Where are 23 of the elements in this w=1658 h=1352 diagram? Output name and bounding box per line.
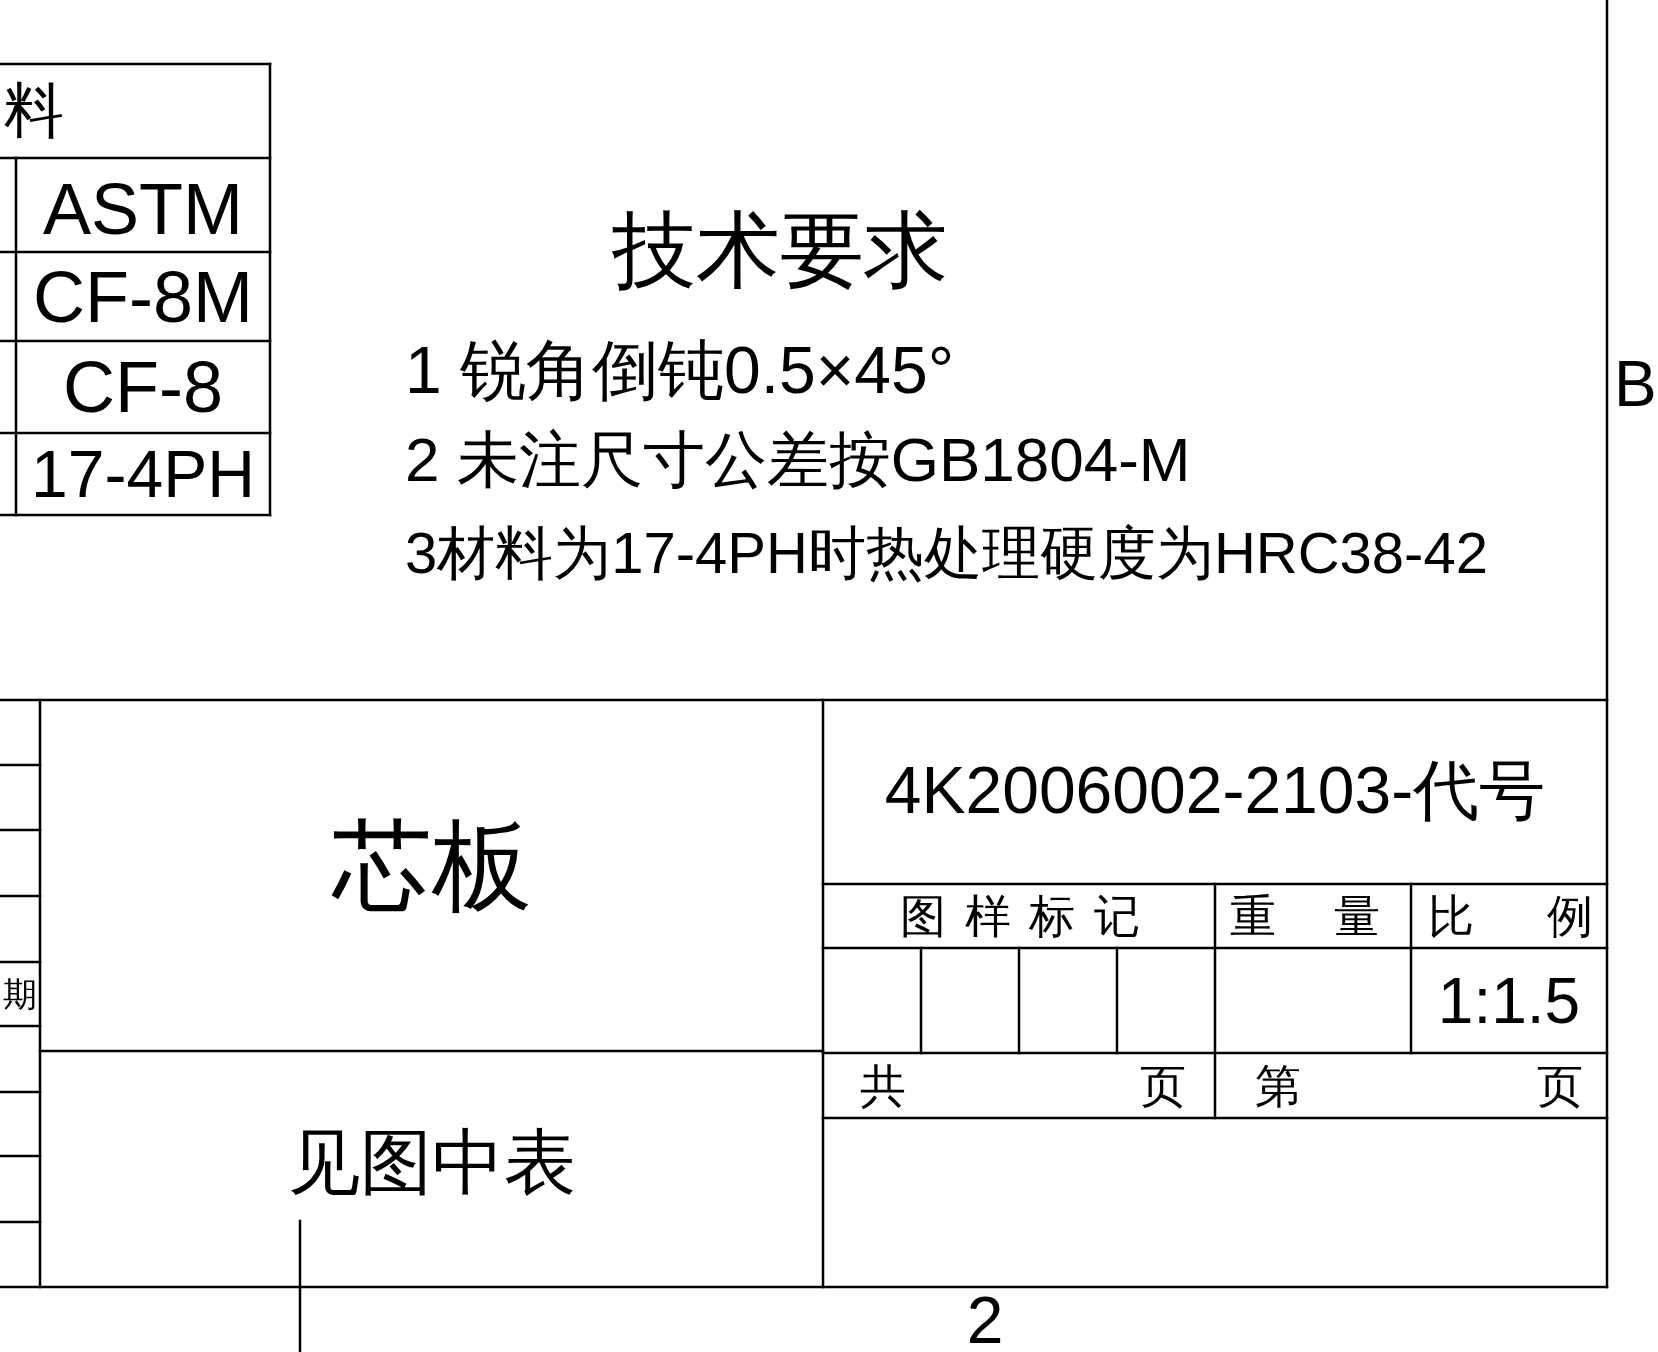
material-standard-text: ASTM bbox=[42, 168, 244, 251]
column-header: 图样标记 bbox=[900, 889, 1140, 944]
part-name: 芯板 bbox=[330, 808, 533, 923]
material-grade-text: CF-8 bbox=[62, 346, 224, 429]
drawing-number: 4K2006002-2103-代号 bbox=[883, 752, 1547, 829]
column-header: 重量 bbox=[1230, 889, 1380, 944]
page-number-text: 第 bbox=[1254, 1059, 1302, 1114]
page-unit-text: 页 bbox=[1536, 1059, 1584, 1114]
page-count-text: 共 bbox=[859, 1059, 907, 1114]
scale-value: 1:1.5 bbox=[1436, 963, 1582, 1039]
table-header-text: 料 bbox=[4, 76, 65, 146]
material-grade-text: CF-8M bbox=[32, 255, 254, 339]
requirements-heading: 技术要求 bbox=[611, 202, 949, 299]
material-note: 见图中表 bbox=[286, 1121, 577, 1204]
zone-number: 2 bbox=[965, 1287, 1005, 1352]
material-grade-text: 17-4PH bbox=[30, 436, 256, 513]
page-unit-text: 页 bbox=[1139, 1059, 1187, 1114]
column-header: 比例 bbox=[1428, 889, 1593, 944]
row-header-text: 期 bbox=[2, 974, 38, 1015]
requirement-note: 1 锐角倒钝0.5×45° bbox=[405, 332, 956, 409]
requirement-note: 3材料为17-4PH时热处理硬度为HRC38-42 bbox=[405, 518, 1489, 587]
requirement-note: 2 未注尺寸公差按GB1804-M bbox=[405, 424, 1192, 496]
zone-letter: B bbox=[1614, 348, 1658, 420]
